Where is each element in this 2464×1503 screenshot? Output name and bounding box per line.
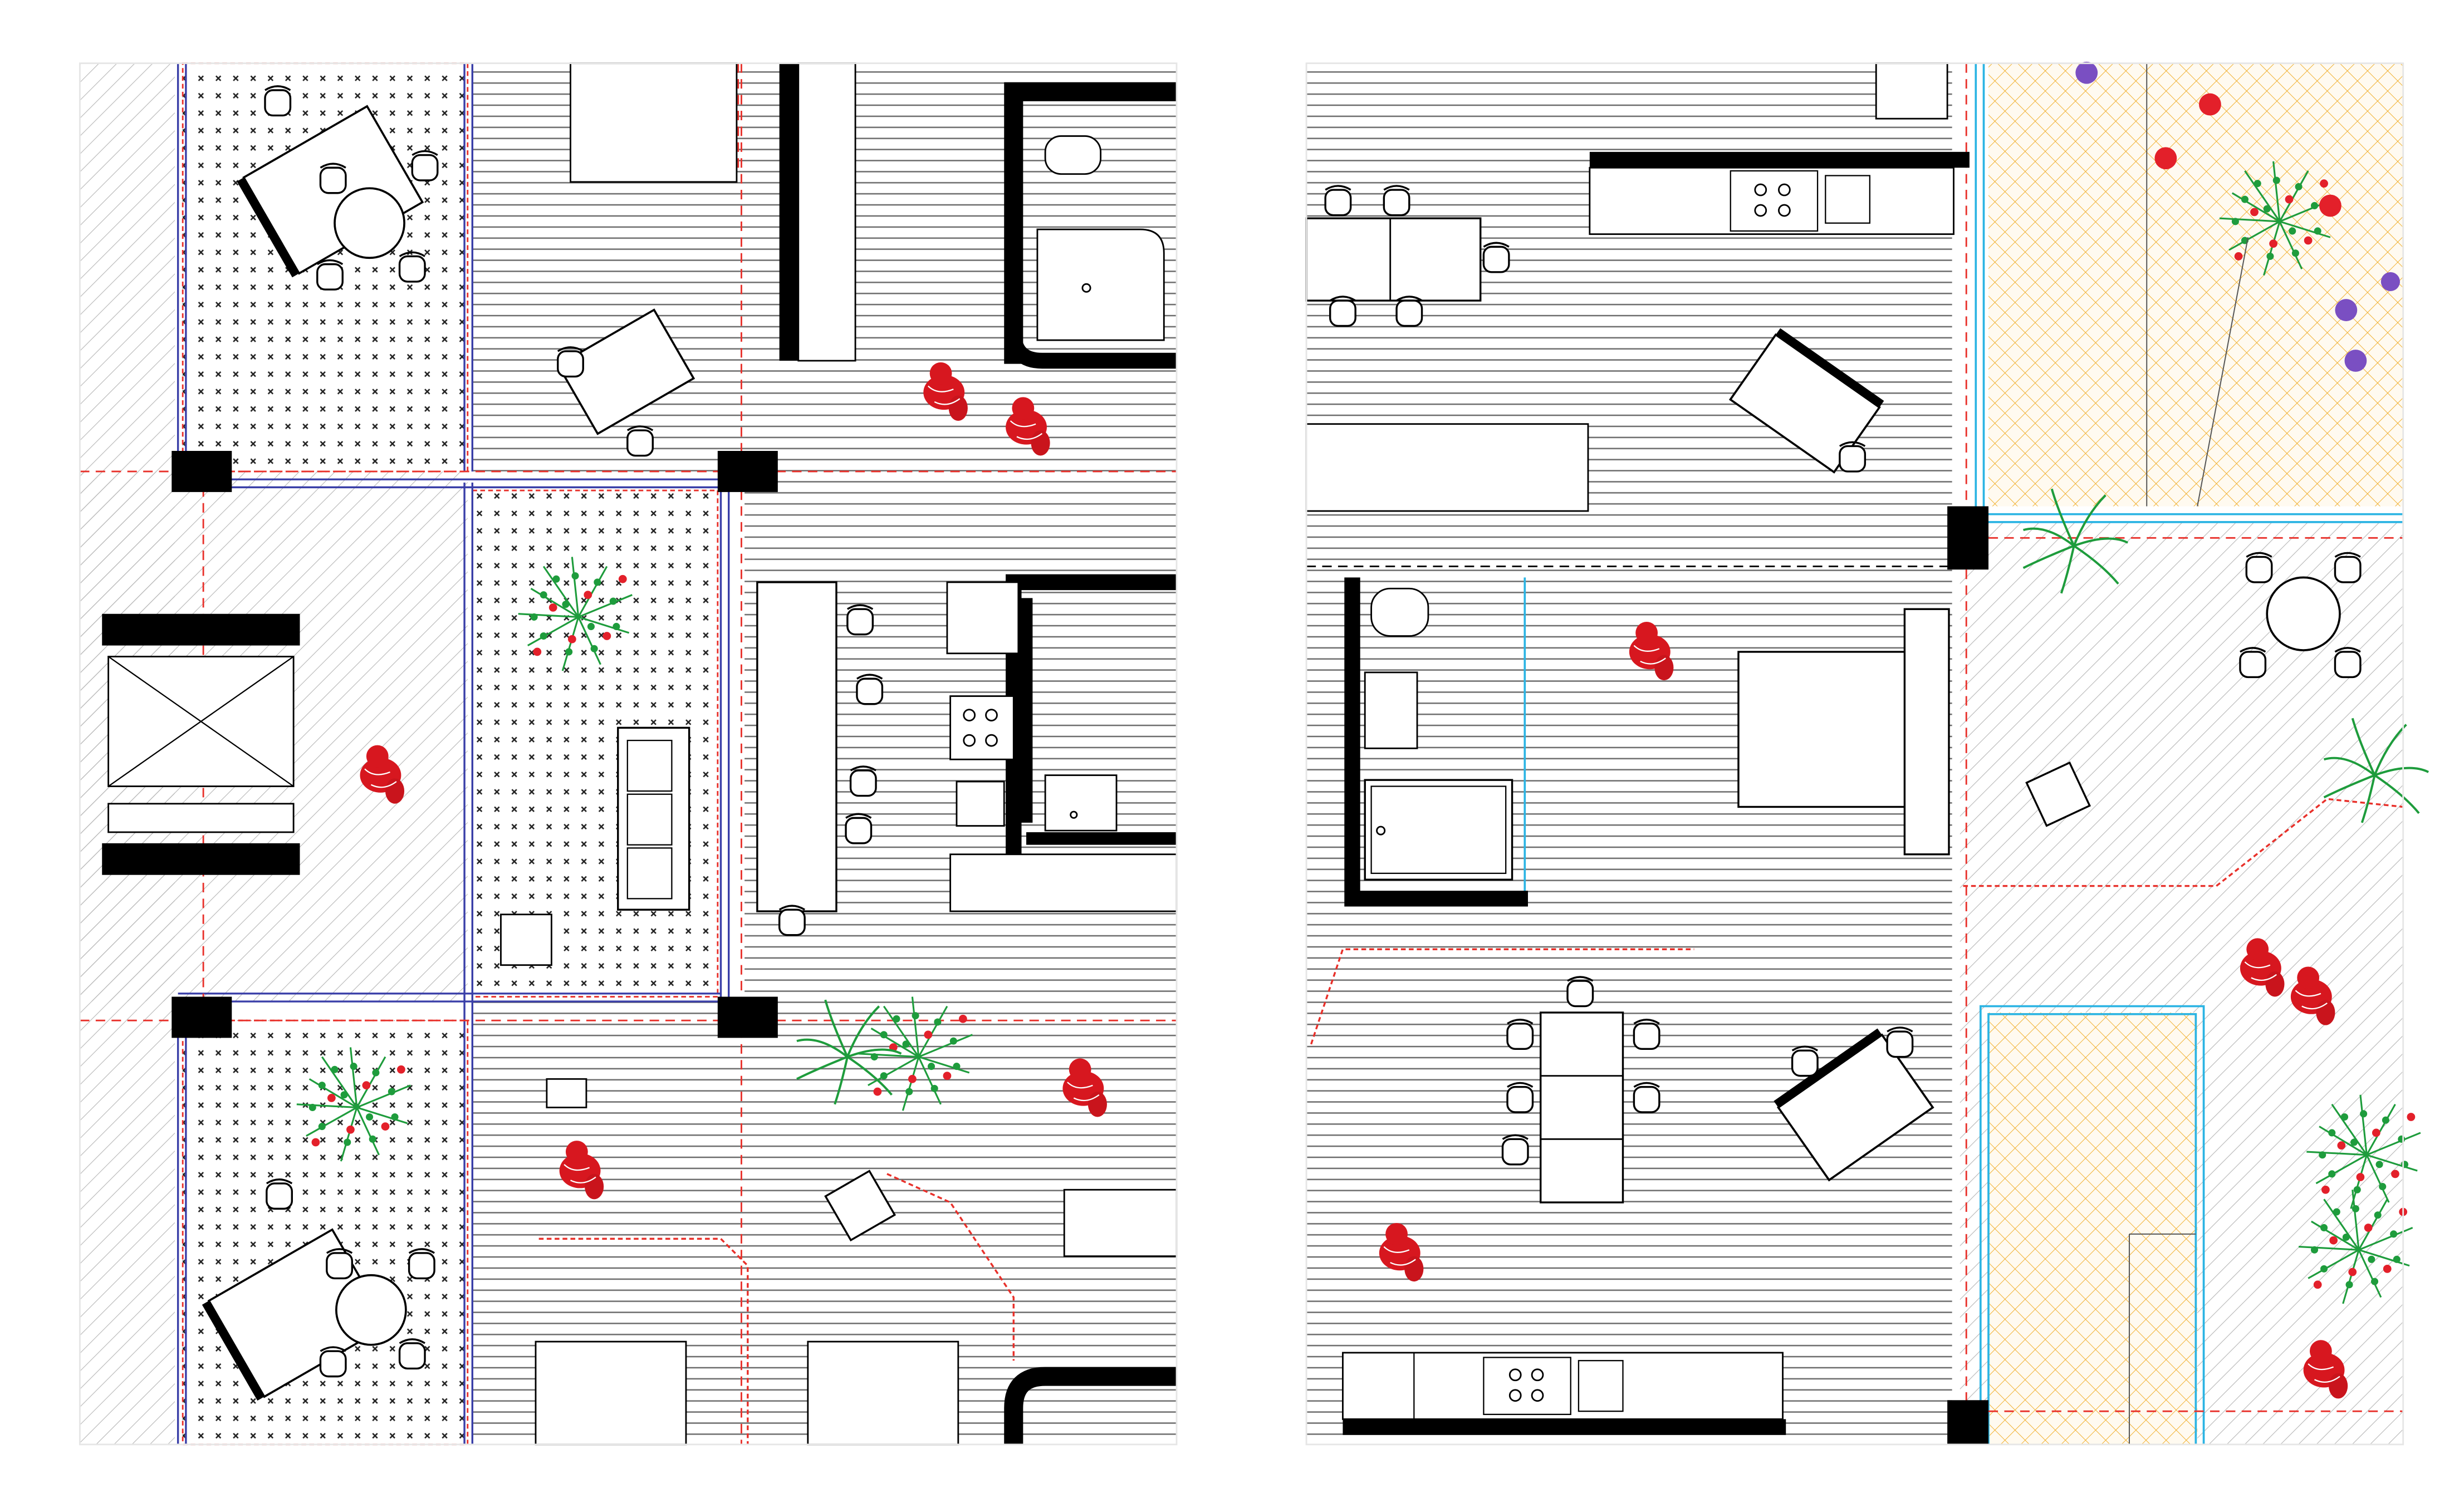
garden-top xyxy=(1988,63,2403,507)
left-plan-panel xyxy=(79,62,1178,1446)
column-icon xyxy=(1947,1400,1989,1445)
column-icon xyxy=(717,996,778,1038)
stair-icon xyxy=(102,613,300,875)
sink-icon xyxy=(1825,175,1871,224)
bed-icon xyxy=(1737,608,1950,856)
sink-icon xyxy=(956,780,1005,827)
sofa-icon xyxy=(617,726,690,911)
table-icon xyxy=(1305,217,1482,302)
cooktop-icon xyxy=(1483,1357,1571,1415)
column-icon xyxy=(717,451,778,492)
sink-icon xyxy=(1364,671,1418,749)
sink-icon xyxy=(1578,1360,1624,1412)
toilet-icon xyxy=(1044,135,1102,175)
column-icon xyxy=(172,451,232,492)
column-icon xyxy=(172,996,232,1038)
right-plan-panel xyxy=(1305,61,2430,1446)
table-icon xyxy=(1540,1011,1624,1204)
cooktop-icon xyxy=(1730,170,1819,232)
column-icon xyxy=(1947,506,1989,570)
cooktop-icon xyxy=(949,695,1015,760)
toilet-icon xyxy=(1370,587,1429,637)
